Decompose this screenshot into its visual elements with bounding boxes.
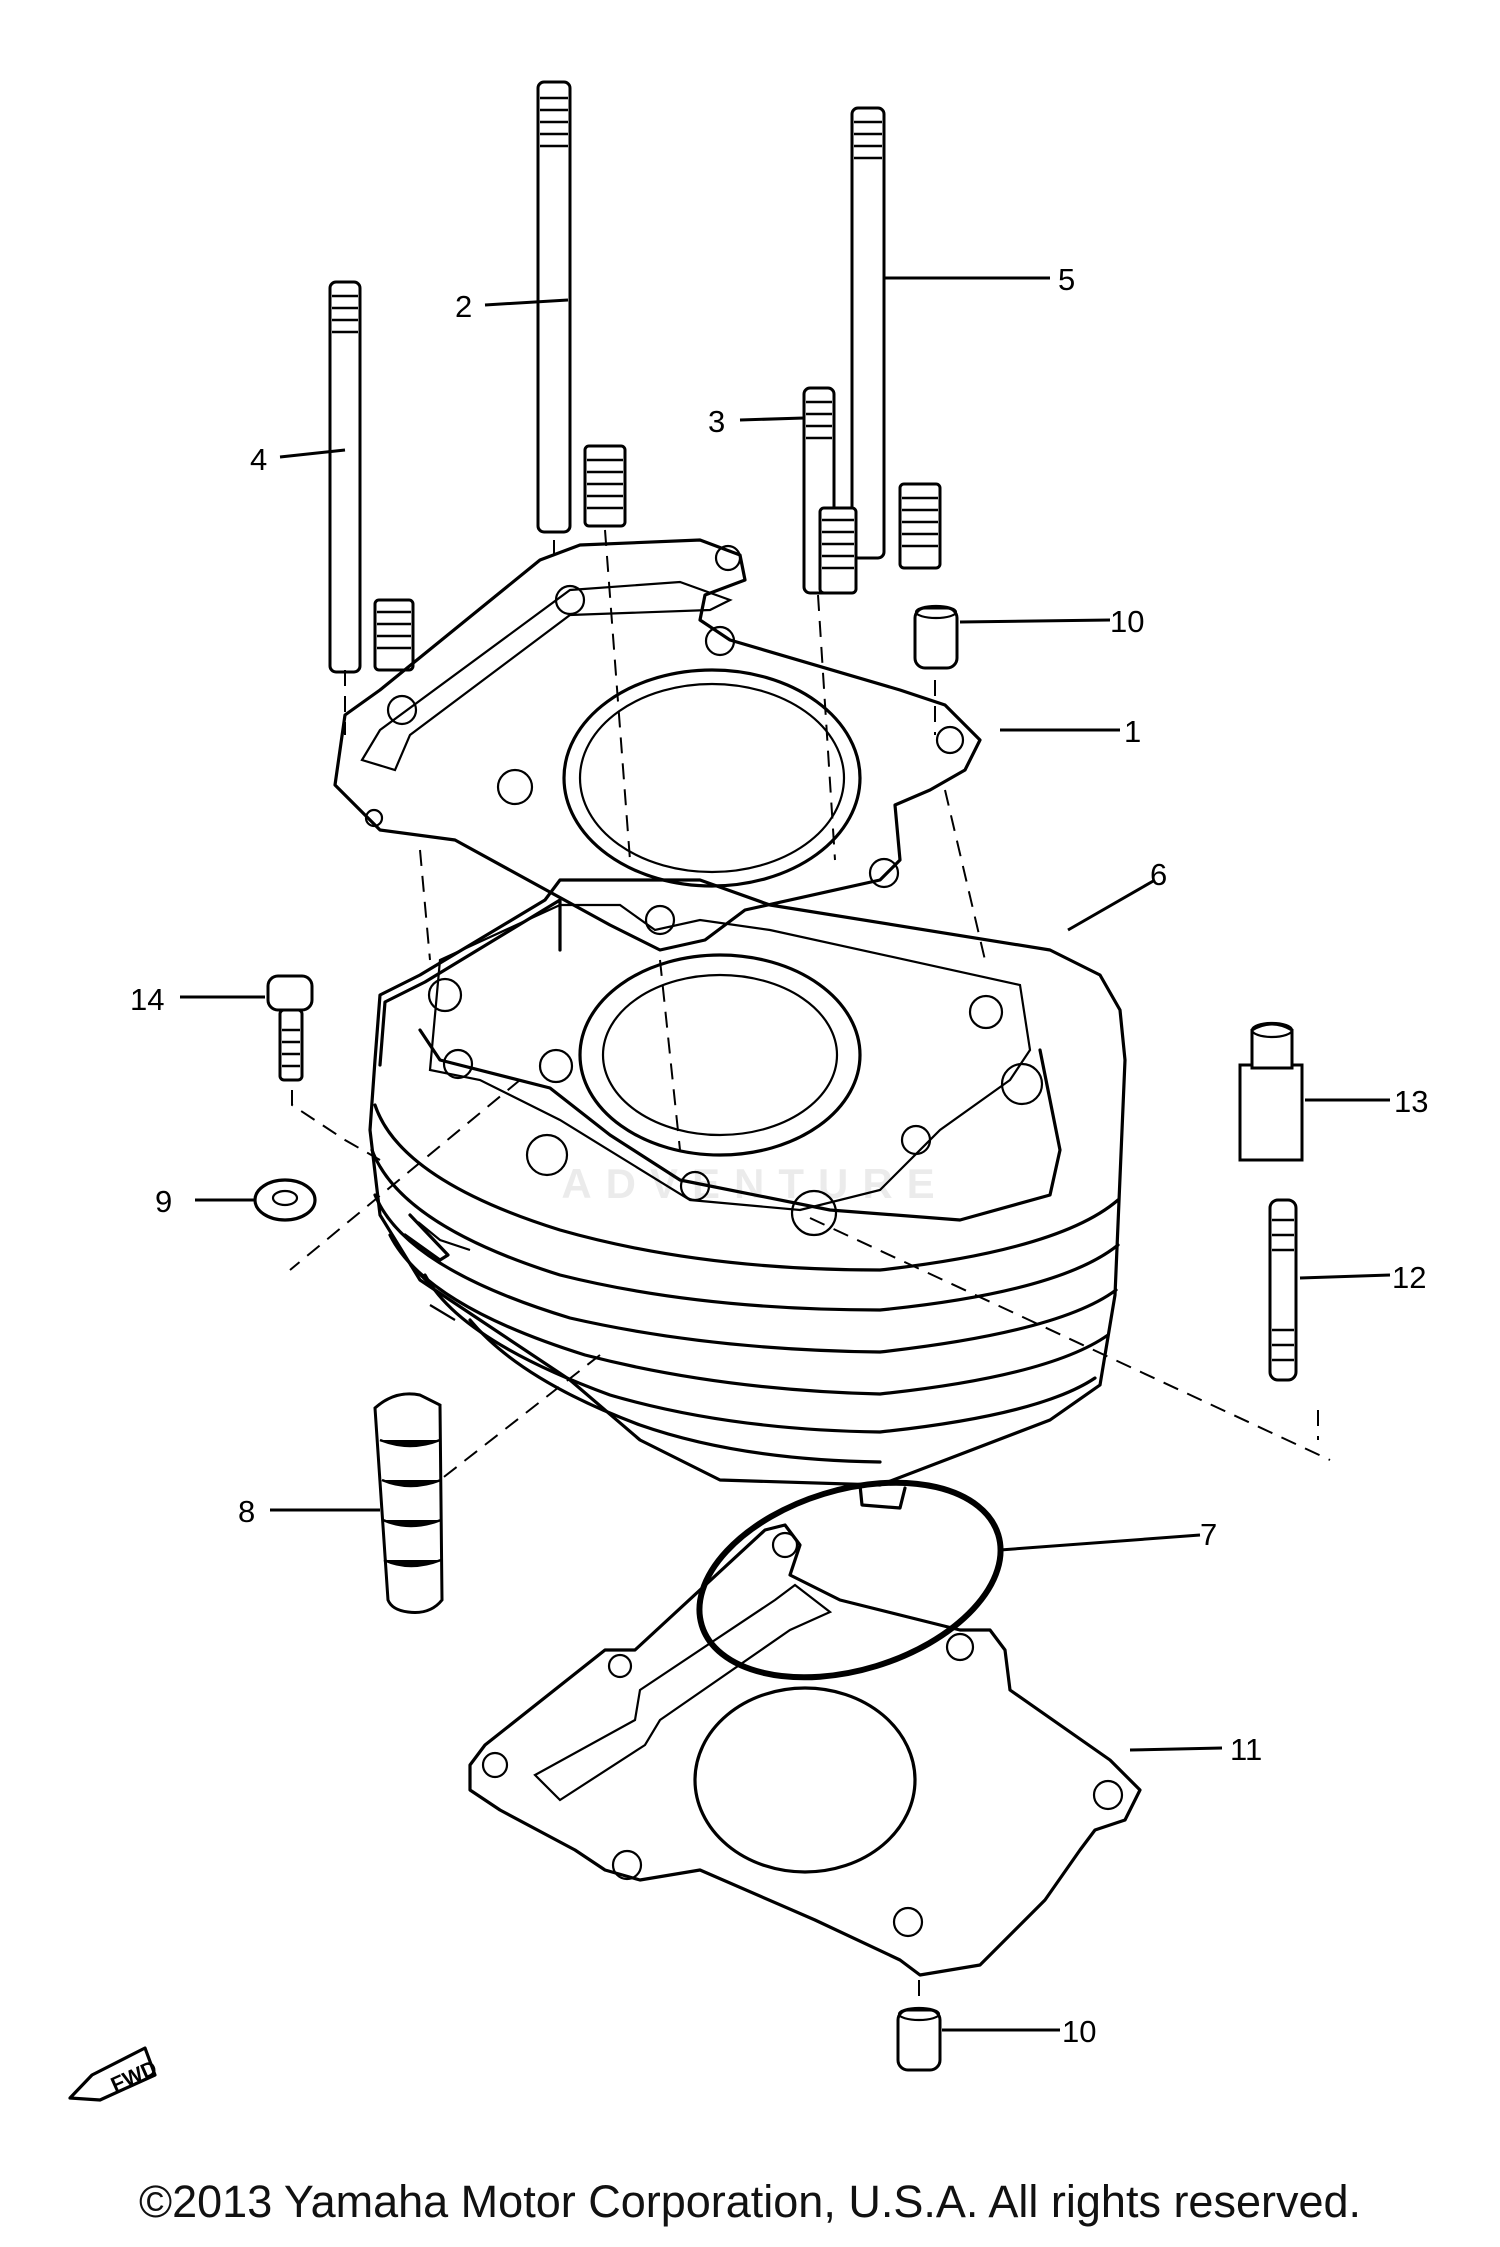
callout-6: 6 xyxy=(1150,857,1167,892)
callout-11: 11 xyxy=(1230,1732,1262,1767)
stud-bolt-4 xyxy=(328,280,415,674)
o-ring xyxy=(696,1479,1004,1681)
callout-4: 4 xyxy=(250,442,267,477)
dowel-pin-10-upper xyxy=(913,604,959,670)
callout-10-lower: 10 xyxy=(1062,2014,1096,2049)
copyright-notice: ©2013 Yamaha Motor Corporation, U.S.A. A… xyxy=(138,2176,1362,2227)
callout-2: 2 xyxy=(455,289,472,324)
cylinder-base-gasket xyxy=(468,1523,1142,1977)
bolt-14 xyxy=(266,974,314,1082)
dowel-pin-10-lower xyxy=(896,2006,942,2072)
cylinder-head-gasket xyxy=(333,538,982,952)
washer-9 xyxy=(253,1178,317,1222)
stud-bolt-5 xyxy=(850,106,942,570)
stud-bolt-3 xyxy=(802,386,858,595)
callout-3: 3 xyxy=(708,404,725,439)
callout-12: 12 xyxy=(1392,1260,1426,1295)
callout-10-upper: 10 xyxy=(1110,604,1144,639)
watermark: ADVENTURE xyxy=(561,1160,949,1207)
stud-bolt-2 xyxy=(536,80,627,534)
cylinder-body xyxy=(368,878,1127,1510)
leader-lines xyxy=(180,276,1391,2032)
stud-12 xyxy=(1268,1198,1298,1382)
callout-5: 5 xyxy=(1058,262,1075,297)
callout-9: 9 xyxy=(155,1184,172,1219)
callout-1: 1 xyxy=(1124,714,1141,749)
sleeve-13 xyxy=(1238,1021,1304,1162)
fwd-arrow-icon: FWD xyxy=(68,2046,161,2102)
callout-13: 13 xyxy=(1394,1084,1428,1119)
alignment-lines xyxy=(289,529,1331,2005)
callout-7: 7 xyxy=(1200,1517,1217,1552)
callout-14: 14 xyxy=(130,982,164,1017)
callout-8: 8 xyxy=(238,1494,255,1529)
stud-8 xyxy=(373,1392,444,1614)
